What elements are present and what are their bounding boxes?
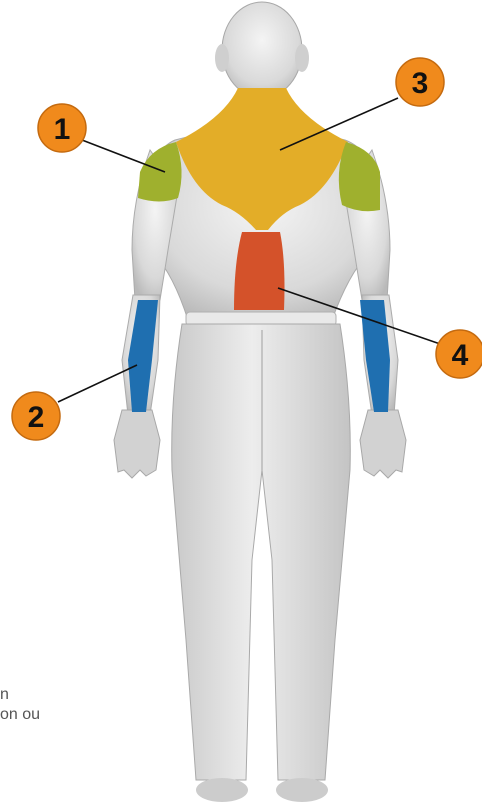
right-hand	[360, 410, 406, 478]
callout-number-4: 4	[452, 339, 469, 372]
left-foot	[196, 778, 248, 802]
region-deltoid-left	[138, 142, 182, 202]
callout-number-1: 1	[54, 113, 71, 146]
region-deltoid-right	[339, 142, 380, 211]
callout-number-2: 2	[28, 401, 45, 434]
callout-1: 1	[38, 104, 86, 152]
callout-4: 4	[436, 330, 482, 378]
callout-3: 3	[396, 58, 444, 106]
region-lower-back	[234, 232, 285, 310]
left-hand	[114, 410, 160, 478]
caption-line-2: on ou	[0, 705, 200, 725]
callout-number-3: 3	[412, 67, 429, 100]
caption-line-1: n	[0, 685, 200, 705]
head	[222, 2, 302, 98]
right-foot	[276, 778, 328, 802]
callout-2: 2	[12, 392, 60, 440]
